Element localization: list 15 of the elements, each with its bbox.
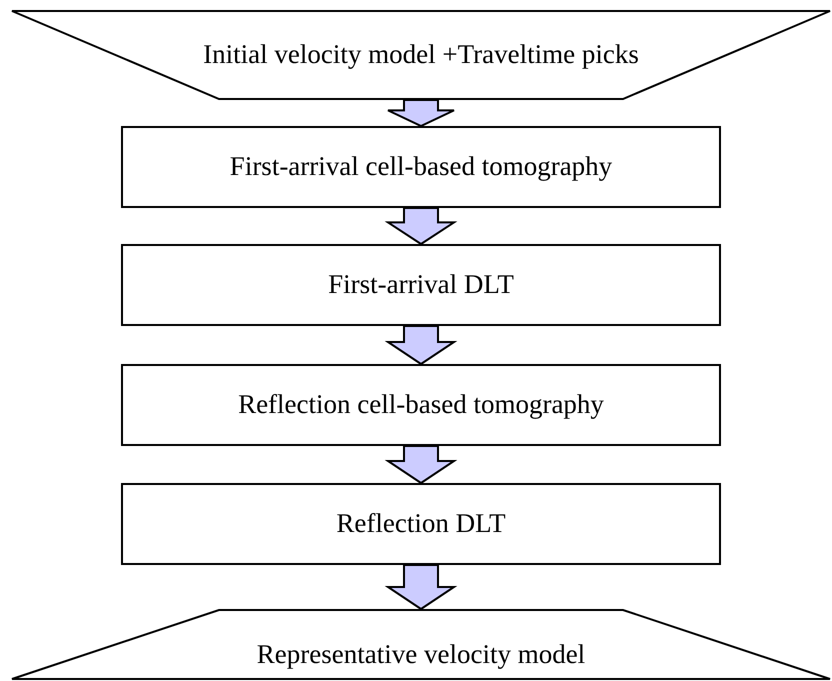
block-arrow — [384, 207, 458, 246]
step-label: First-arrival DLT — [328, 269, 514, 301]
block-arrow — [384, 445, 458, 484]
block-arrow — [387, 99, 455, 128]
step-label: Initial velocity model +Traveltime picks — [203, 39, 639, 71]
process-box — [121, 244, 721, 326]
block-arrow — [384, 325, 458, 366]
process-box — [121, 483, 721, 565]
step-label: Representative velocity model — [256, 638, 586, 670]
process-box — [121, 364, 721, 446]
step-label: Reflection DLT — [336, 508, 506, 540]
step-label: Reflection cell-based tomography — [238, 389, 604, 421]
step-label: First-arrival cell-based tomography — [230, 151, 612, 183]
block-arrow — [384, 564, 458, 610]
process-box — [121, 126, 721, 208]
